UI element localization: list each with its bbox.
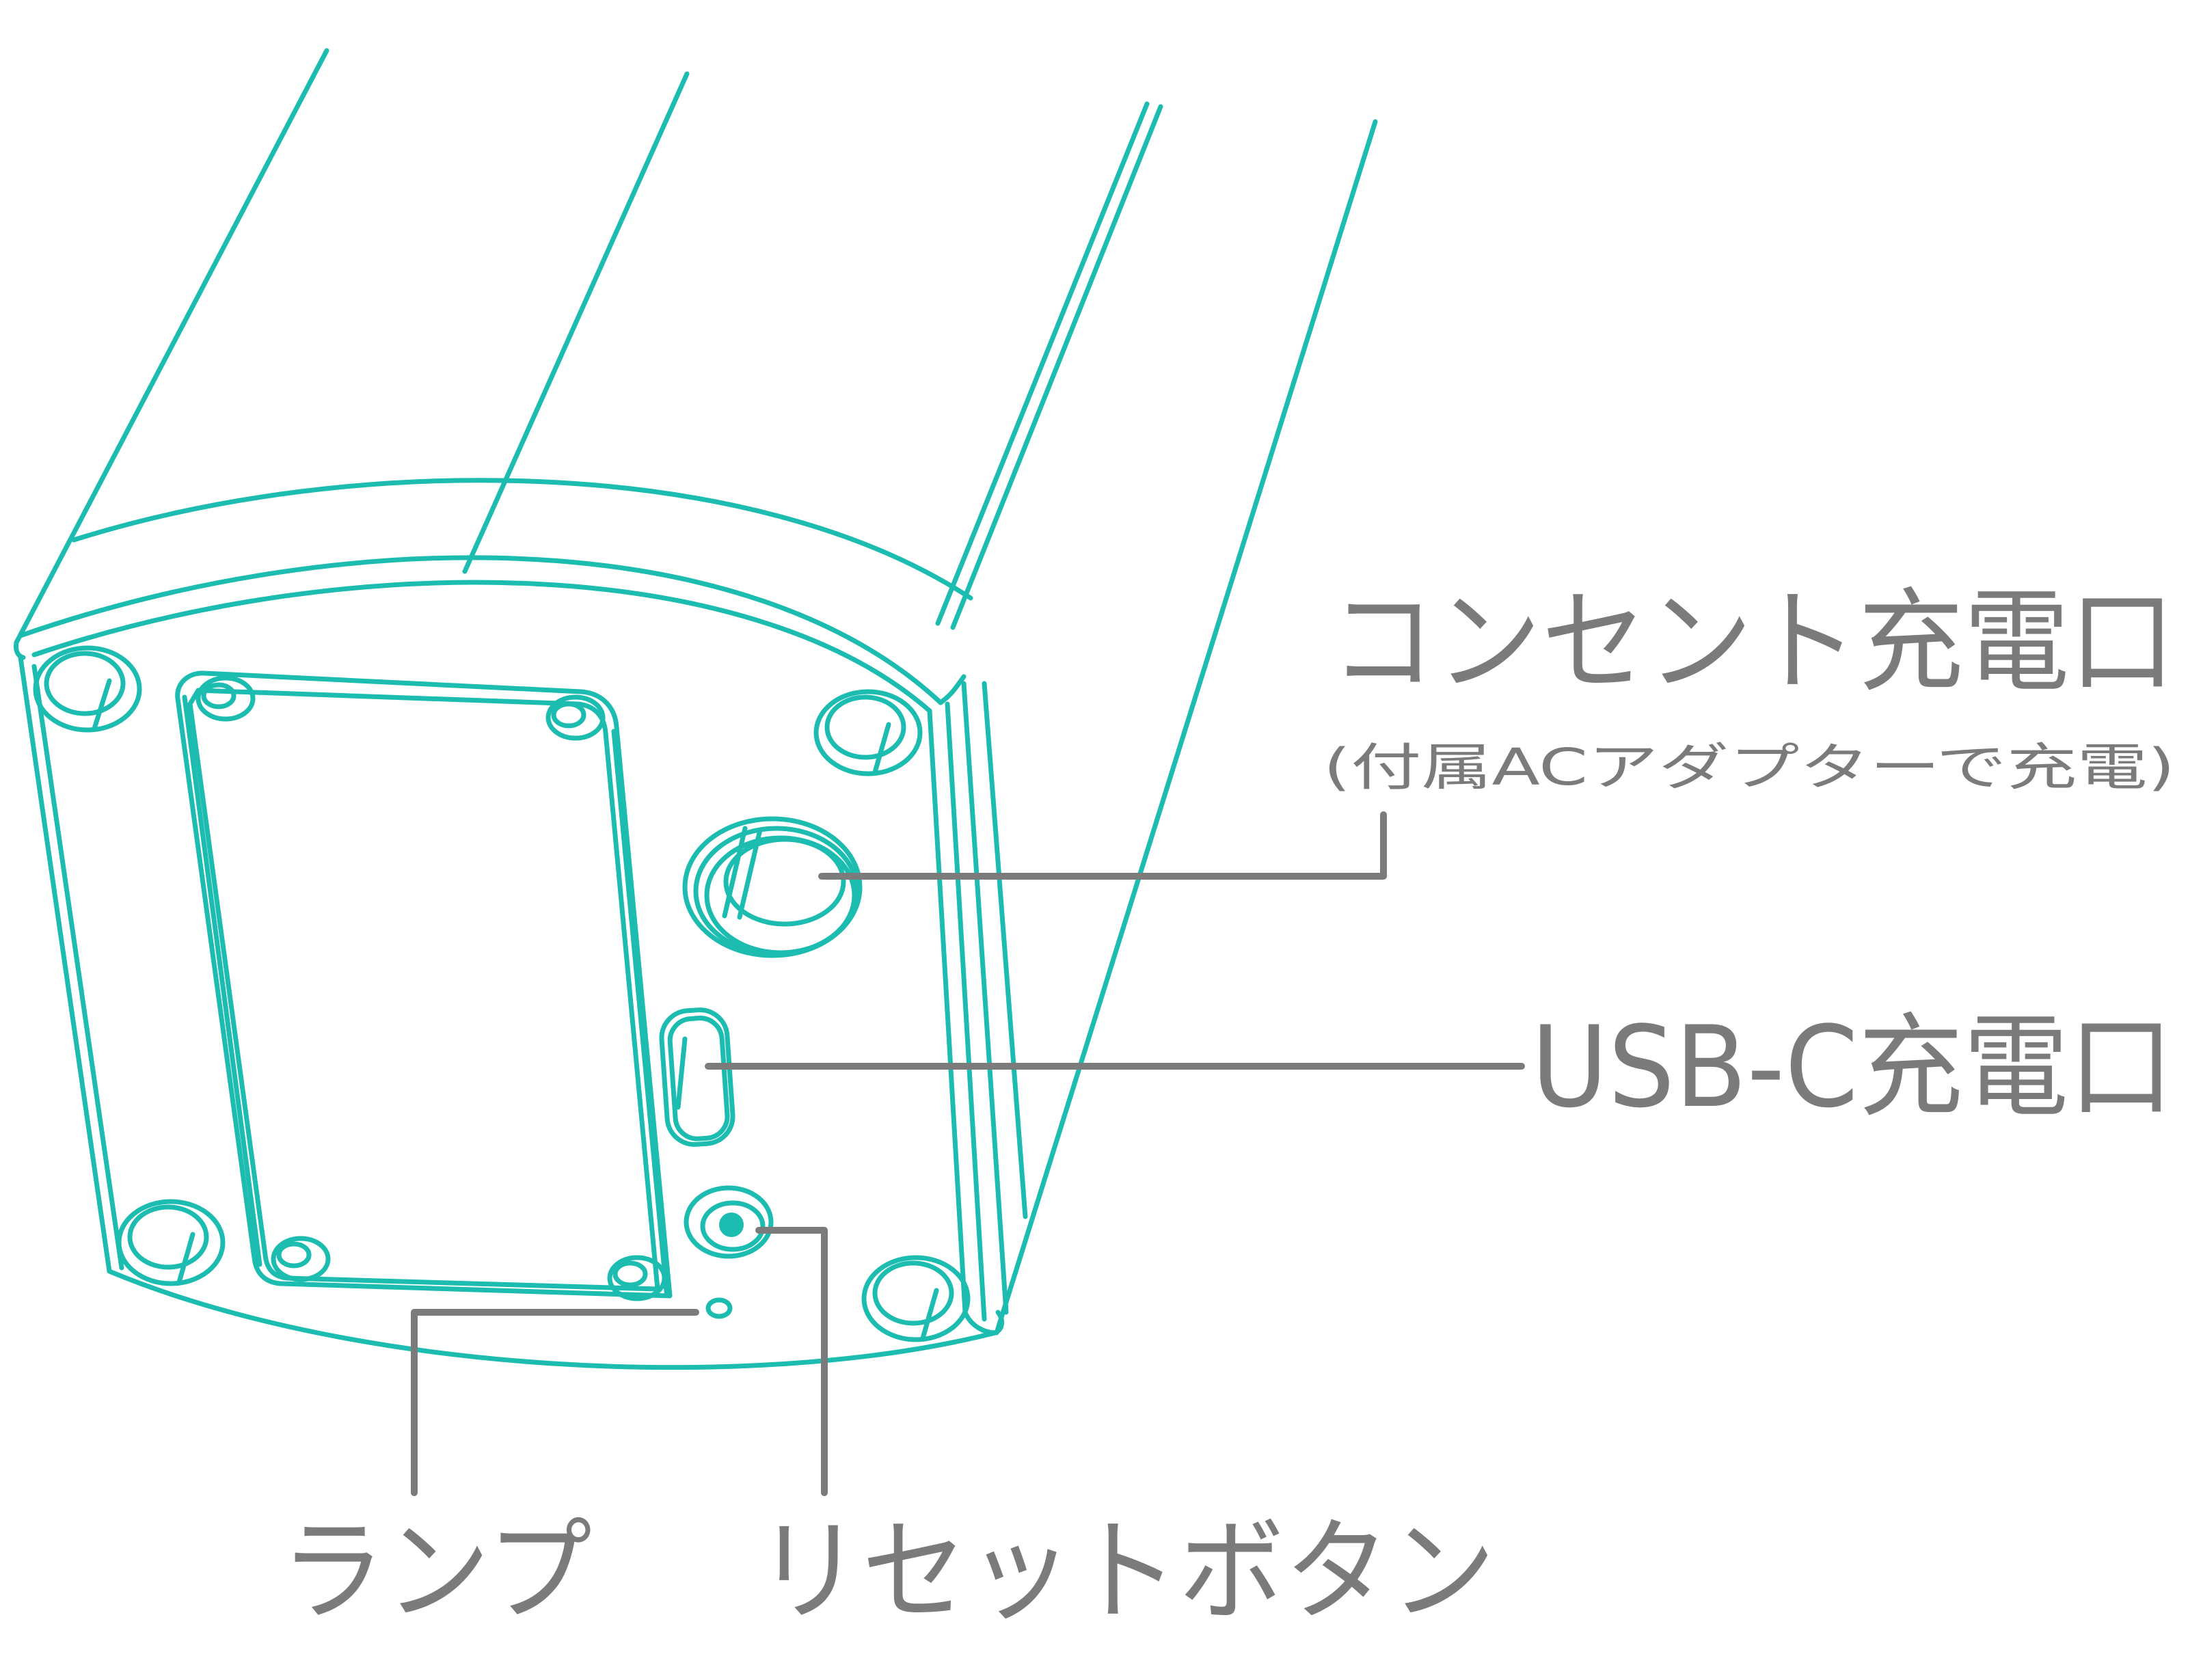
usbc-port-icon	[659, 1007, 735, 1147]
lamp-leader	[411, 1309, 699, 1496]
reset-button-leader	[755, 1227, 828, 1496]
foot-icon	[116, 1199, 226, 1286]
outlet-port-note: (付属ACアダプターで充電)	[1323, 738, 2175, 797]
panel-screw-icon	[545, 694, 606, 741]
foot-icon	[33, 645, 142, 733]
device-body	[14, 48, 1378, 1370]
foot-icon	[813, 689, 923, 776]
panel-screw-icon	[195, 675, 256, 722]
outlet-port-leader	[818, 811, 1387, 880]
usbc-port-label: USB-C充電口	[1531, 1002, 2174, 1133]
lamp-icon	[705, 1297, 733, 1319]
lamp-label: ランプ	[280, 1506, 592, 1637]
outlet-port-label: コンセント充電口	[1330, 577, 2175, 707]
panel-screw-icon	[607, 1255, 667, 1301]
reset-button-icon	[684, 1185, 774, 1259]
leader-lines	[411, 811, 1525, 1496]
foot-icon	[861, 1255, 971, 1342]
panel-screw-icon	[271, 1236, 331, 1282]
reset-button-label: リセットボタン	[756, 1506, 1496, 1637]
outlet-port-icon	[682, 816, 863, 958]
